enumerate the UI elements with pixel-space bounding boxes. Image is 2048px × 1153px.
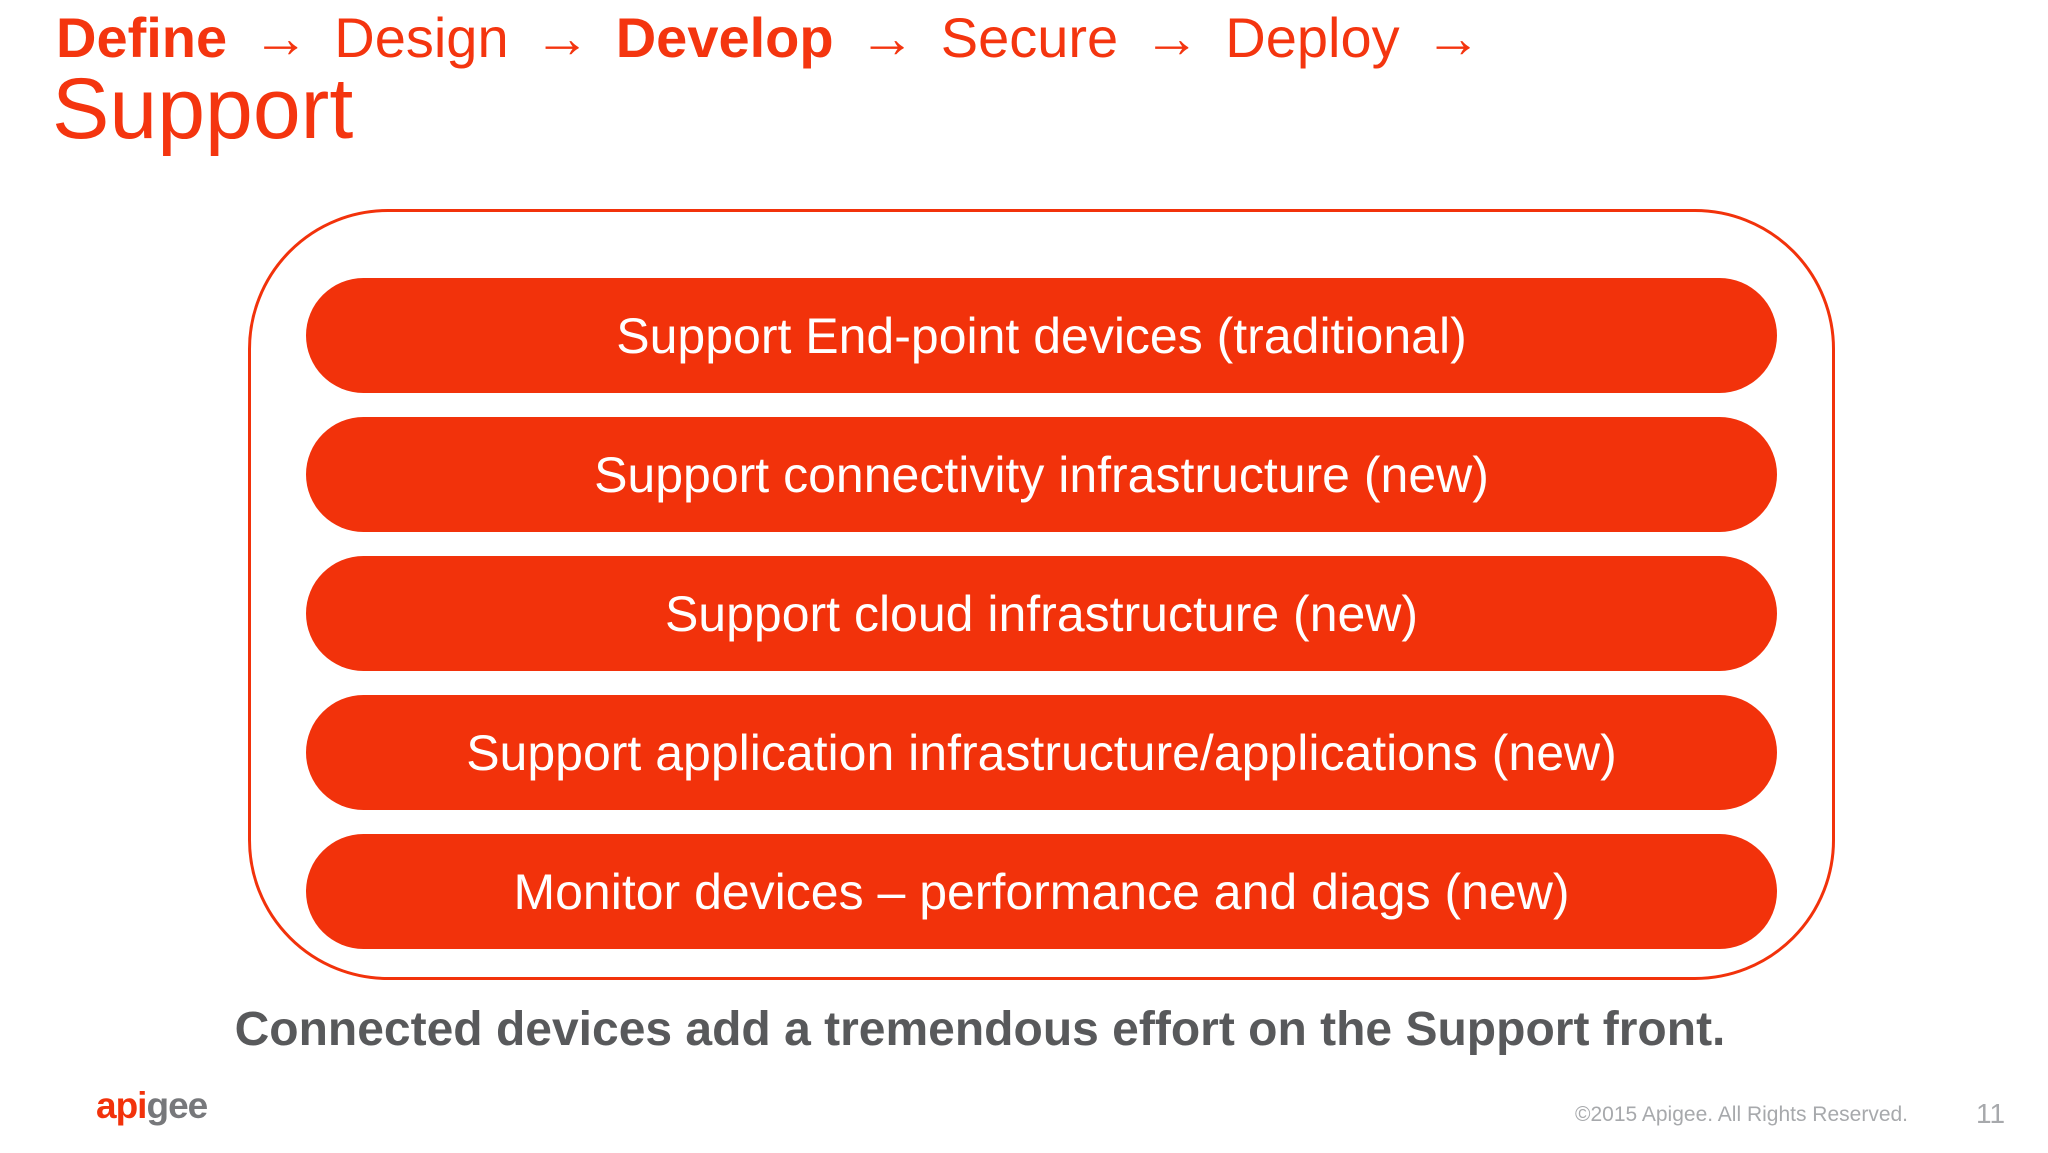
breadcrumb: Define → Design → Develop → Secure → Dep…	[56, 6, 1491, 70]
statement-text: Connected devices add a tremendous effor…	[234, 1003, 1726, 1056]
breadcrumb-item-design: Design	[334, 6, 509, 69]
breadcrumb-arrow-icon: →	[237, 6, 325, 69]
breadcrumb-arrow-icon: →	[1128, 6, 1216, 69]
apigee-logo: apigee	[96, 1085, 208, 1127]
pill-label: Monitor devices – performance and diags …	[513, 863, 1570, 920]
breadcrumb-arrow-icon: →	[843, 6, 931, 69]
page-title: Support	[52, 61, 354, 157]
breadcrumb-item-secure: Secure	[940, 6, 1119, 69]
pill-label: Support End-point devices (traditional)	[616, 307, 1467, 364]
pill-bar: Support application infrastructure/appli…	[306, 695, 1777, 810]
logo-gee-part: gee	[146, 1085, 208, 1126]
page-number: 11	[1976, 1098, 2006, 1129]
breadcrumb-arrow-icon: →	[1409, 6, 1482, 69]
pill-bar: Support connectivity infrastructure (new…	[306, 417, 1777, 532]
pill-label: Support connectivity infrastructure (new…	[594, 446, 1489, 503]
breadcrumb-item-deploy: Deploy	[1225, 6, 1400, 69]
breadcrumb-arrow-icon: →	[518, 6, 606, 69]
pill-label: Support cloud infrastructure (new)	[664, 585, 1419, 642]
pill-bar: Monitor devices – performance and diags …	[306, 834, 1777, 949]
logo-api-part: api	[96, 1085, 147, 1126]
copyright-text: ©2015 Apigee. All Rights Reserved.	[1575, 1103, 1909, 1126]
statement-wrap: Connected devices add a tremendous effor…	[0, 1002, 1960, 1057]
pill-label: Support application infrastructure/appli…	[466, 724, 1617, 781]
pill-group-outline: Support End-point devices (traditional) S…	[248, 209, 1835, 980]
pill-bar: Support End-point devices (traditional)	[306, 278, 1777, 393]
breadcrumb-item-define: Define	[56, 6, 228, 69]
pill-bar: Support cloud infrastructure (new)	[306, 556, 1777, 671]
breadcrumb-item-develop: Develop	[615, 6, 834, 69]
